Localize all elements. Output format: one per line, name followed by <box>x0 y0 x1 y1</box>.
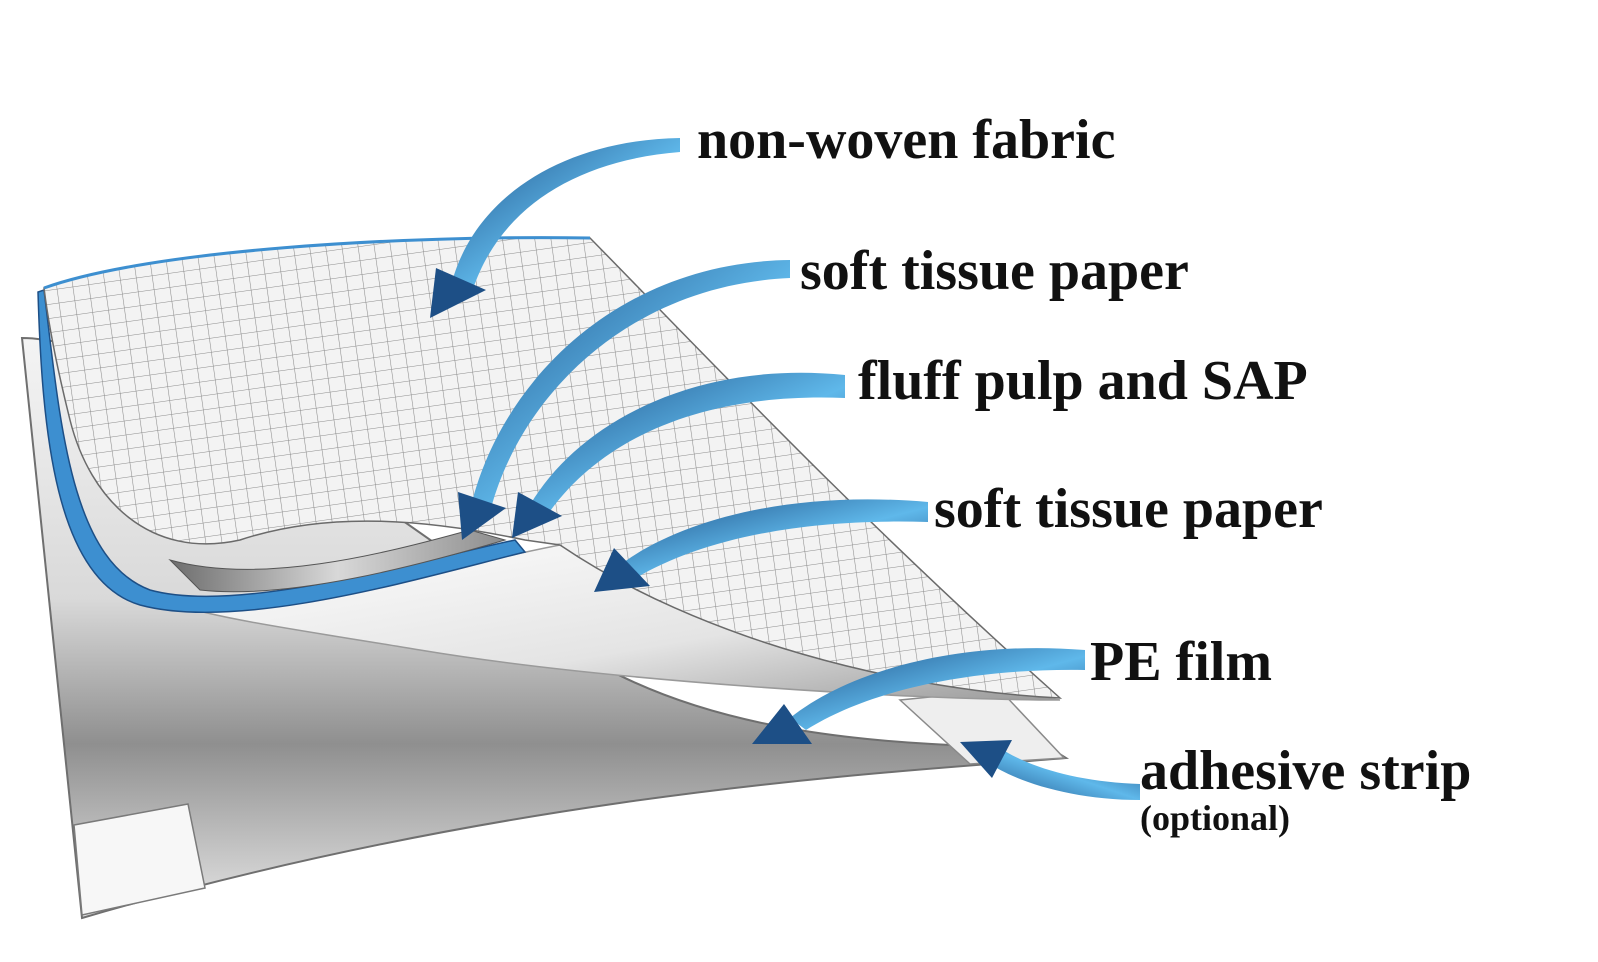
label-fluff: fluff pulp and SAP <box>858 350 1308 412</box>
label-tissue-top: soft tissue paper <box>800 240 1189 302</box>
arrow-tissue-bottom <box>594 499 928 592</box>
tissue-top-curl <box>168 529 507 593</box>
arrow-adhesive <box>960 740 1140 800</box>
label-adhesive-note: (optional) <box>1140 798 1291 838</box>
label-tissue-bottom: soft tissue paper <box>934 478 1323 540</box>
arrow-nonwoven <box>430 138 680 318</box>
label-pe-film: PE film <box>1090 631 1272 693</box>
arrow-fluff <box>512 372 845 538</box>
arrow-tissue-top <box>458 260 790 540</box>
fluff-layer-edge <box>37 288 527 614</box>
corner-square <box>73 803 206 916</box>
label-nonwoven: non-woven fabric <box>697 109 1116 171</box>
arrow-pe-film <box>752 648 1085 744</box>
label-adhesive: adhesive strip <box>1140 740 1472 802</box>
